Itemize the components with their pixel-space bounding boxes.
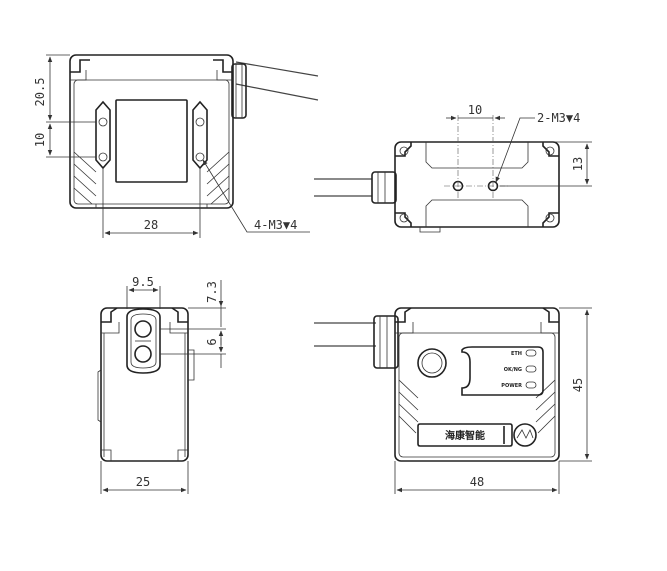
top-view: 10 2-M3▼4 13: [314, 103, 592, 233]
dim-top-depth: 13: [571, 157, 585, 171]
dim-side-lens-width: 9.5: [132, 275, 154, 289]
note-top-thread: 2-M3▼4: [537, 111, 580, 125]
dim-back-height: 45: [571, 378, 585, 392]
brand-text: 海康智能: [445, 429, 485, 442]
front-view: 20.5 10 28 4-M3▼4: [33, 54, 319, 238]
side-view: 9.5 7.3 6 25: [97, 275, 226, 494]
logo-icon: [503, 423, 537, 447]
dim-side-top-offset: 7.3: [205, 281, 219, 303]
indicator-power-label: POWER: [501, 383, 522, 389]
dim-front-width: 28: [144, 218, 158, 232]
dim-side-width: 25: [136, 475, 150, 489]
indicator-eth-label: ETH: [511, 351, 522, 357]
dim-side-lens-height: 6: [205, 338, 219, 345]
dim-back-width: 48: [470, 475, 484, 489]
note-front-thread: 4-M3▼4: [254, 218, 297, 232]
dim-front-hole-spacing: 10: [33, 133, 47, 147]
dim-front-top-offset: 20.5: [33, 78, 47, 107]
dim-top-hole-spacing: 10: [468, 103, 482, 117]
back-view: ETH OK/NG POWER 海康智能 45 48: [314, 307, 592, 494]
indicator-okng-label: OK/NG: [504, 367, 522, 373]
